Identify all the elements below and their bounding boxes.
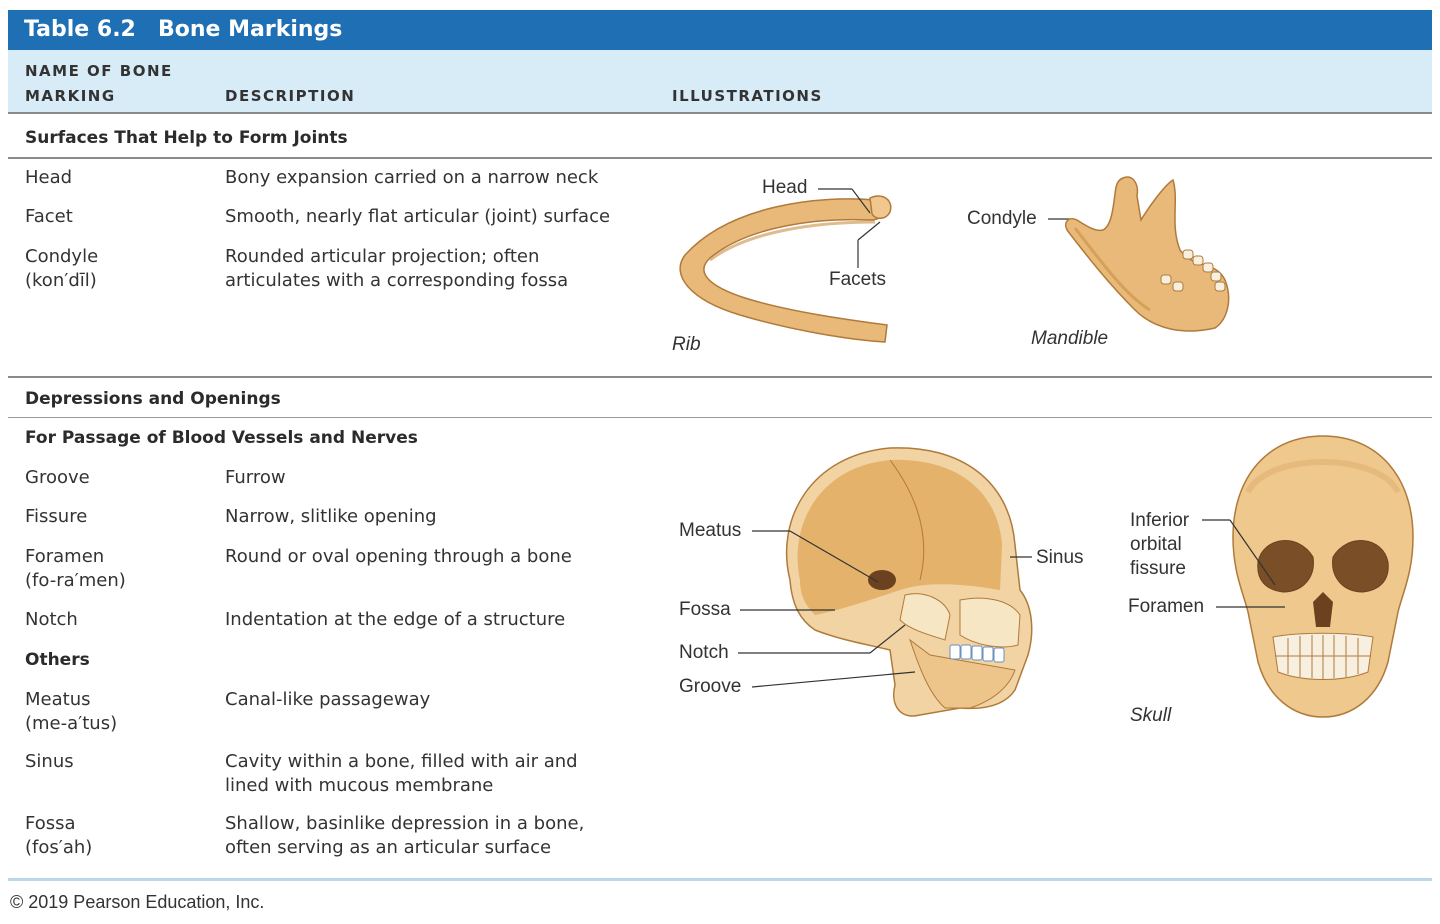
label-inferior-line2: orbital	[1130, 534, 1182, 555]
row-name: Sinus	[25, 751, 74, 772]
column-header-name-line2: MARKING	[25, 87, 116, 105]
label-sinus: Sinus	[1036, 547, 1084, 568]
row-pronunciation: (me-a′tus)	[25, 713, 118, 734]
label-groove: Groove	[679, 676, 742, 697]
label-notch: Notch	[679, 642, 729, 663]
row-description: Bony expansion carried on a narrow neck	[225, 167, 599, 188]
label-inferior-line3: fissure	[1130, 558, 1186, 579]
row-description: Indentation at the edge of a structure	[225, 609, 566, 630]
label-fossa: Fossa	[679, 599, 731, 620]
row-description-line1: Shallow, basinlike depression in a bone,	[225, 813, 585, 834]
caption-skull: Skull	[1130, 705, 1172, 726]
table-title-bar: Table 6.2 Bone Markings	[8, 10, 1432, 50]
subheading-others: Others	[25, 650, 90, 670]
label-inferior-line1: Inferior	[1130, 510, 1190, 531]
label-head: Head	[762, 177, 808, 198]
row-name: Notch	[25, 609, 78, 630]
table-number: Table 6.2	[24, 17, 136, 42]
row-name: Facet	[25, 206, 73, 227]
row-description-line1: Rounded articular projection; often	[225, 246, 540, 267]
divider	[8, 417, 1432, 418]
row-name-line1: Meatus	[25, 689, 91, 710]
row-name: Fossa (fos′ah)	[25, 812, 92, 860]
label-inferior-orbital-fissure: Inferior orbital fissure	[1130, 509, 1189, 581]
row-description-line2: lined with mucous membrane	[225, 775, 494, 796]
row-description-line2: often serving as an articular surface	[225, 837, 552, 858]
subheading-vessels-nerves: For Passage of Blood Vessels and Nerves	[25, 428, 418, 448]
row-description: Shallow, basinlike depression in a bone,…	[225, 812, 584, 860]
column-header-description: DESCRIPTION	[225, 87, 356, 105]
row-name-line1: Fossa	[25, 813, 76, 834]
label-meatus: Meatus	[679, 520, 742, 541]
table-title: Bone Markings	[158, 17, 343, 42]
footer-divider	[8, 878, 1432, 881]
row-description: Canal-like passageway	[225, 689, 431, 710]
row-name-line1: Condyle	[25, 246, 99, 267]
row-name: Head	[25, 167, 73, 188]
column-header-band	[8, 50, 1432, 114]
row-pronunciation: (fos′ah)	[25, 837, 93, 858]
row-name: Fissure	[25, 506, 88, 527]
row-description: Cavity within a bone, filled with air an…	[225, 750, 578, 798]
row-description-line2: articulates with a corresponding fossa	[225, 270, 569, 291]
divider	[8, 376, 1432, 378]
skull-side-illustration	[785, 447, 1033, 717]
row-name: Foramen (fo-ra′men)	[25, 545, 126, 593]
row-name: Condyle (kon′dīl)	[25, 245, 98, 293]
row-description: Narrow, slitlike opening	[225, 506, 437, 527]
row-description: Round or oval opening through a bone	[225, 546, 572, 567]
copyright-text: © 2019 Pearson Education, Inc.	[10, 892, 265, 912]
row-pronunciation: (kon′dīl)	[25, 270, 97, 291]
row-description: Furrow	[225, 467, 286, 488]
column-header-name-line1: NAME OF BONE	[25, 62, 173, 80]
label-facets: Facets	[829, 269, 887, 290]
row-description: Rounded articular projection; often arti…	[225, 245, 568, 293]
caption-rib: Rib	[672, 334, 701, 355]
column-header-illustrations: ILLUSTRATIONS	[672, 87, 823, 105]
column-header-name: NAME OF BONE MARKING	[25, 59, 173, 109]
section-heading-depressions: Depressions and Openings	[25, 389, 281, 409]
row-description-line1: Cavity within a bone, filled with air an…	[225, 751, 578, 772]
row-name-line1: Foramen	[25, 546, 105, 567]
label-condyle: Condyle	[967, 208, 1037, 229]
row-pronunciation: (fo-ra′men)	[25, 570, 126, 591]
row-name: Meatus (me-a′tus)	[25, 688, 117, 736]
divider	[8, 157, 1432, 159]
rib-illustration	[679, 195, 892, 343]
row-name: Groove	[25, 467, 90, 488]
caption-mandible: Mandible	[1031, 328, 1109, 349]
section-heading-joints: Surfaces That Help to Form Joints	[25, 128, 348, 148]
row-description: Smooth, nearly flat articular (joint) su…	[225, 206, 611, 227]
mandible-illustration	[1065, 176, 1230, 332]
label-foramen: Foramen	[1128, 596, 1205, 617]
